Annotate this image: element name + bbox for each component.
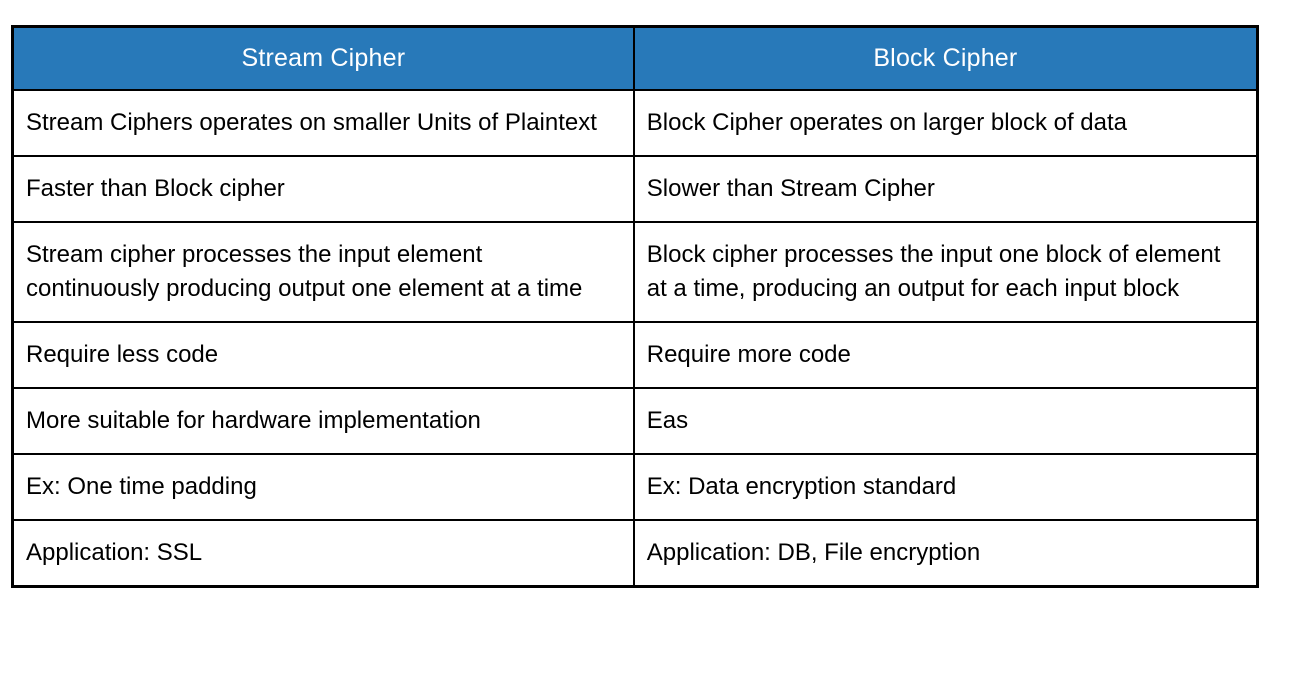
table-row: Stream cipher processes the input elemen… [11, 221, 1259, 323]
table-cell-block: Eas [632, 387, 1259, 455]
table-cell-stream: Stream cipher processes the input elemen… [11, 221, 635, 323]
table-cell-stream: More suitable for hardware implementatio… [11, 387, 635, 455]
column-header-block-cipher: Block Cipher [632, 25, 1259, 91]
table-row: Stream Ciphers operates on smaller Units… [11, 89, 1259, 157]
table-cell-block: Block Cipher operates on larger block of… [632, 89, 1259, 157]
table-cell-block: Slower than Stream Cipher [632, 155, 1259, 223]
table-cell-stream: Application: SSL [11, 519, 635, 588]
table-cell-stream: Ex: One time padding [11, 453, 635, 521]
table-cell-stream: Require less code [11, 321, 635, 389]
table-cell-stream: Faster than Block cipher [11, 155, 635, 223]
table-cell-block: Require more code [632, 321, 1259, 389]
table-cell-block: Block cipher processes the input one blo… [632, 221, 1259, 323]
table-cell-block: Application: DB, File encryption [632, 519, 1259, 588]
header-row: Stream Cipher Block Cipher [11, 25, 1259, 91]
table-row: More suitable for hardware implementatio… [11, 387, 1259, 455]
table-cell-block: Ex: Data encryption standard [632, 453, 1259, 521]
table-cell-stream: Stream Ciphers operates on smaller Units… [11, 89, 635, 157]
table-row: Faster than Block cipher Slower than Str… [11, 155, 1259, 223]
column-header-stream-cipher: Stream Cipher [11, 25, 635, 91]
table-row: Require less code Require more code [11, 321, 1259, 389]
comparison-table: Stream Cipher Block Cipher Stream Cipher… [11, 25, 1259, 588]
table-row: Ex: One time padding Ex: Data encryption… [11, 453, 1259, 521]
table-row: Application: SSL Application: DB, File e… [11, 519, 1259, 588]
